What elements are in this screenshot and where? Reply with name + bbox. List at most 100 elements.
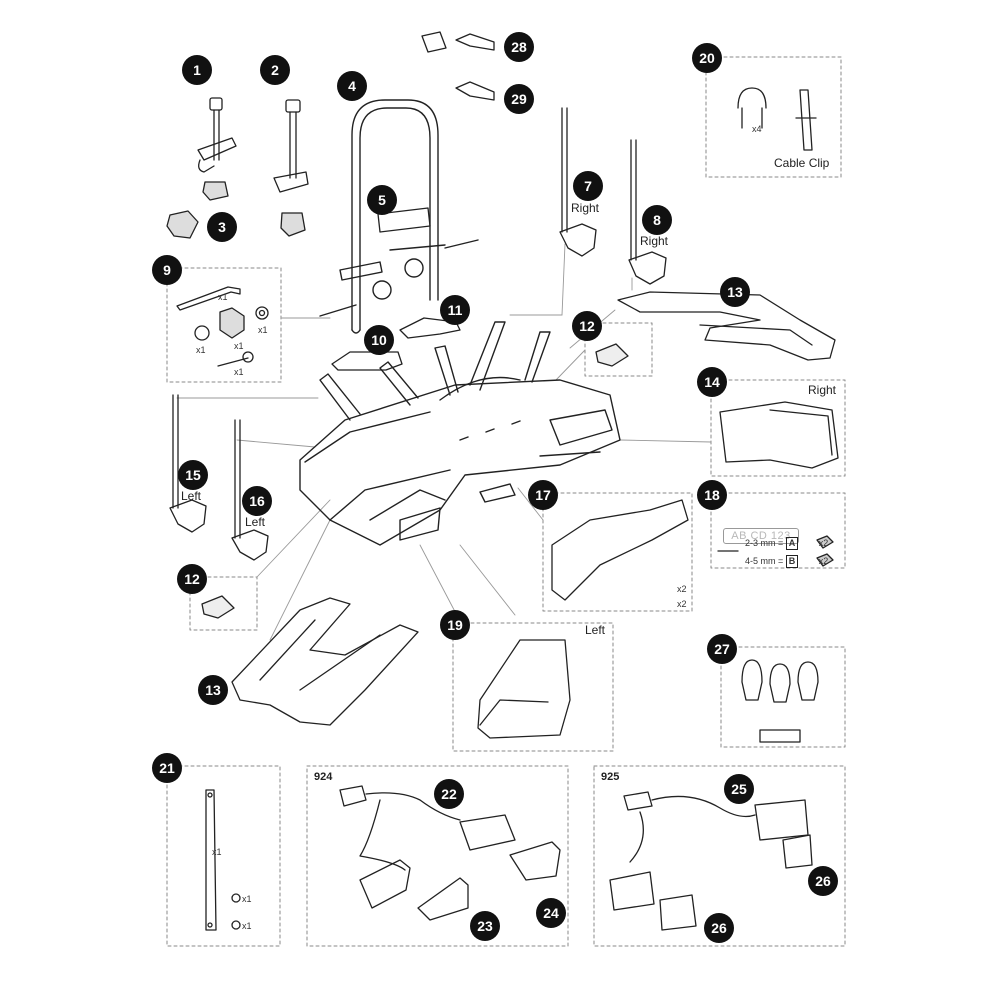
qty-x1-clip-a: x1 xyxy=(242,894,252,904)
badge-1: 1 xyxy=(182,55,212,85)
box-925 xyxy=(593,765,846,947)
part-14-light-unit-right xyxy=(719,401,839,469)
badge-13-top: 13 xyxy=(720,277,750,307)
label-code-925: 925 xyxy=(601,771,620,783)
badge-15: 15 xyxy=(178,460,208,490)
badge-17: 17 xyxy=(528,480,558,510)
spacer-range-b: 4-5 mm = xyxy=(745,556,784,566)
badge-4: 4 xyxy=(337,71,367,101)
part-4-frame-arch xyxy=(319,99,479,334)
badge-5: 5 xyxy=(367,185,397,215)
part-13-wheel-tray-top xyxy=(617,291,836,361)
badge-10: 10 xyxy=(364,325,394,355)
spacer-range-a: 2-3 mm = xyxy=(745,538,784,548)
part-26-lens-right xyxy=(782,834,813,869)
badge-12-bottom: 12 xyxy=(177,564,207,594)
badge-27: 27 xyxy=(707,634,737,664)
qty-x4-clip: x4 xyxy=(752,124,762,134)
label-left-16: Left xyxy=(245,515,266,529)
part-7-rod-right xyxy=(559,107,597,257)
label-right-8: Right xyxy=(640,234,669,248)
part-28-lock-and-key xyxy=(421,31,495,53)
spacer-row-a: 2-3 mm = A x2 xyxy=(745,537,828,550)
spacer-qty-b: x2 xyxy=(818,556,829,566)
part-1-frame-holder xyxy=(197,97,237,201)
badge-24: 24 xyxy=(536,898,566,928)
box-20 xyxy=(705,56,842,178)
badge-14: 14 xyxy=(697,367,727,397)
box-17 xyxy=(542,492,693,612)
part-24-lamp xyxy=(509,841,561,881)
badge-11: 11 xyxy=(440,295,470,325)
license-plate: AB CD 123 xyxy=(723,528,799,544)
label-left-15: Left xyxy=(181,489,202,503)
part-21-strap xyxy=(205,789,241,931)
badge-20: 20 xyxy=(692,43,722,73)
label-right-14: Right xyxy=(808,383,837,397)
box-12-bottom xyxy=(189,576,258,631)
part-12-handle-bottom xyxy=(201,595,235,619)
box-21 xyxy=(166,765,281,947)
part-10-cover xyxy=(331,351,403,371)
label-cable-clip: Cable Clip xyxy=(774,156,830,170)
part-29-key xyxy=(455,81,495,101)
part-3-knob xyxy=(166,210,199,239)
badge-23: 23 xyxy=(470,911,500,941)
qty-x1-nut: x1 xyxy=(196,345,206,355)
box-14 xyxy=(710,379,846,477)
part-16-rod-left xyxy=(231,419,269,561)
main-bike-carrier xyxy=(299,321,621,546)
badge-28: 28 xyxy=(504,32,534,62)
part-20-cable-clip xyxy=(737,87,817,151)
part-22-lamp-left xyxy=(359,859,411,909)
part-17-side-panel xyxy=(551,499,689,601)
part-15-rod-left xyxy=(169,394,207,533)
badge-29: 29 xyxy=(504,84,534,114)
badge-13-bottom: 13 xyxy=(198,675,228,705)
part-23-lamp xyxy=(417,877,469,921)
part-22-wiring-924 xyxy=(339,785,516,871)
qty-x2-screw: x2 xyxy=(677,584,687,594)
box-924 xyxy=(306,765,569,947)
part-13-wheel-tray-bottom xyxy=(231,597,419,726)
badge-12-top: 12 xyxy=(572,311,602,341)
badge-26-left: 26 xyxy=(704,913,734,943)
badge-3: 3 xyxy=(207,212,237,242)
box-27 xyxy=(720,646,846,748)
badge-7: 7 xyxy=(573,171,603,201)
badge-26-right: 26 xyxy=(808,866,838,896)
badge-2: 2 xyxy=(260,55,290,85)
part-5-strap xyxy=(377,207,431,233)
qty-x1-strap: x1 xyxy=(212,847,222,857)
spacer-row-b: 4-5 mm = B x2 xyxy=(745,555,828,568)
label-right-7: Right xyxy=(571,201,600,215)
badge-22: 22 xyxy=(434,779,464,809)
part-12-handle-top xyxy=(595,343,629,367)
badge-19: 19 xyxy=(440,610,470,640)
part-26-lens-left xyxy=(659,894,697,931)
qty-x1-bolt: x1 xyxy=(234,367,244,377)
spacer-letter-b: B xyxy=(785,555,799,568)
qty-x1-knob: x1 xyxy=(234,341,244,351)
label-left-19: Left xyxy=(585,623,606,637)
box-19 xyxy=(452,622,614,752)
spacer-qty-a: x2 xyxy=(818,538,829,548)
part-11-bracket xyxy=(399,317,461,339)
badge-9: 9 xyxy=(152,255,182,285)
qty-x1-wrench: x1 xyxy=(218,292,228,302)
part-18-spacers xyxy=(717,535,834,567)
box-18 xyxy=(710,492,846,569)
qty-x2-nut: x2 xyxy=(677,599,687,609)
part-27-bulbs xyxy=(741,659,819,743)
badge-16: 16 xyxy=(242,486,272,516)
part-19-light-unit-left xyxy=(477,639,571,739)
badge-25: 25 xyxy=(724,774,754,804)
badge-21: 21 xyxy=(152,753,182,783)
part-8-rod-right xyxy=(628,139,667,285)
box-12-top xyxy=(584,322,653,377)
part-9-tool-kit xyxy=(176,286,269,367)
box-9 xyxy=(166,267,282,383)
label-code-924: 924 xyxy=(314,771,333,783)
